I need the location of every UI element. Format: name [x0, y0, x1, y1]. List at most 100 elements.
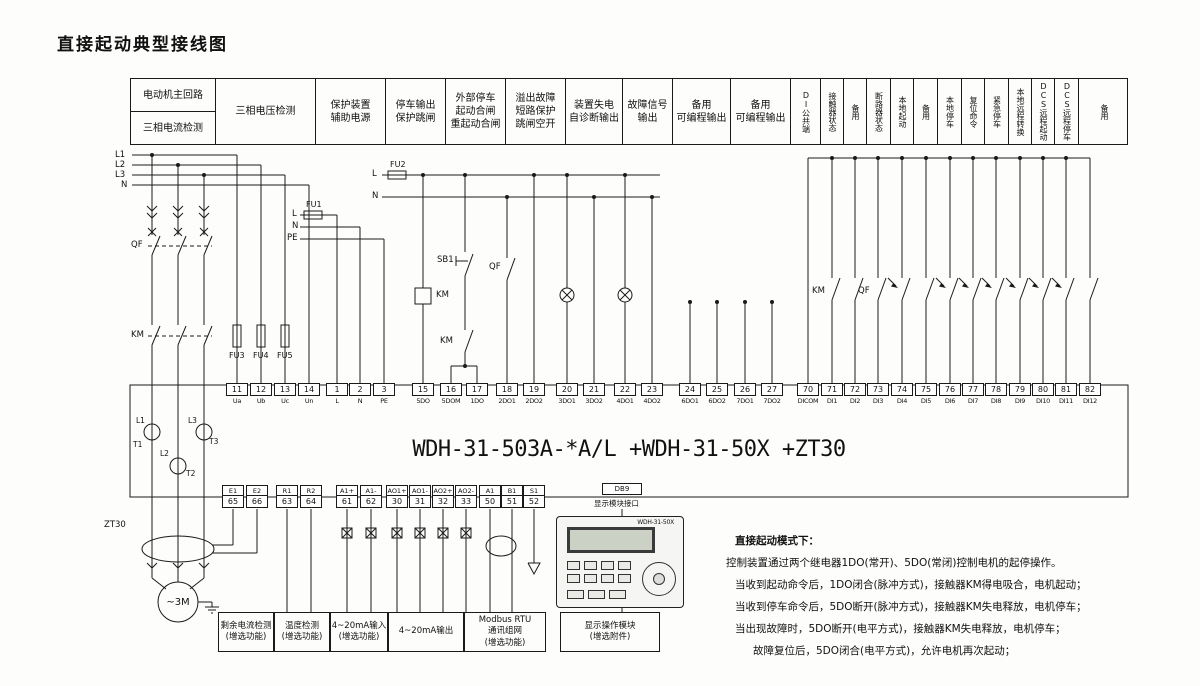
terminal-bottom-62: A1-62	[358, 485, 384, 508]
notes-line: 故障复位后，5DO闭合(电平方式)，允许电机再次起动；	[753, 645, 1016, 657]
notes-line: 当收到停车命令后，5DO断开(脉冲方式)，接触器KM失电释放，电机停车；	[735, 601, 1087, 613]
panel-screen	[567, 527, 655, 553]
db9-connector: DB9	[602, 483, 642, 495]
db9-description: 显示模块接口	[594, 499, 639, 508]
fuse-label-fu2: FU2	[390, 160, 406, 169]
header-col: 本地停车	[938, 79, 962, 144]
header-col: 故障信号 输出	[623, 79, 673, 144]
phase-label-l2: L2	[115, 160, 126, 170]
header-col: 紧急停车	[985, 79, 1009, 144]
terminal-bottom-33: AO2-33	[453, 485, 479, 508]
header-col: 装置失电 自诊断输出	[566, 79, 623, 144]
di-qf-contact-label: QF	[858, 286, 870, 296]
notes-line: 当收到起动命令后，1DO闭合(脉冲方式)，接触器KM得电吸合，电机起动；	[735, 579, 1087, 591]
panel-model-text: WDH-31-50X	[637, 519, 674, 526]
panel-button-grid	[567, 561, 631, 583]
header-col: 断路器状态	[867, 79, 891, 144]
ct-phase-label-l2: L2	[160, 449, 169, 458]
option-box: 4~20mA输出	[388, 612, 464, 652]
panel-button	[601, 574, 614, 583]
header-col: 复位命令	[962, 79, 985, 144]
option-box: Modbus RTU 通讯组网 (增选功能)	[464, 612, 546, 652]
option-box: 4~20mA输入 (增选功能)	[330, 612, 388, 652]
header-col: 停车输出 保护跳闸	[386, 79, 446, 144]
panel-nav-dial	[642, 562, 676, 596]
header-col: DCS远程起动	[1032, 79, 1055, 144]
panel-button	[567, 590, 584, 599]
fuse-label-fu5: FU5	[277, 351, 293, 360]
bus-label-l: L	[372, 169, 377, 179]
panel-button	[584, 574, 597, 583]
display-panel-drawing: WDH-31-50X	[556, 516, 684, 608]
qf-aux-contact-label: QF	[489, 262, 501, 272]
header-col: DI公共端	[791, 79, 821, 144]
header-col: 外部停车 起动合闸 重起动合闸	[446, 79, 506, 144]
notes-line: 控制装置通过两个继电器1DO(常开)、5DO(常闭)控制电机的起停操作。	[726, 557, 1062, 569]
header-col: 备用 可编程输出	[673, 79, 731, 144]
panel-button-row	[567, 590, 626, 599]
header-col: 备用	[844, 79, 867, 144]
panel-button	[618, 561, 631, 570]
fuse-label-fu4: FU4	[253, 351, 269, 360]
contactor-label-km: KM	[131, 330, 144, 340]
terminal-bottom-31: AO1-31	[407, 485, 433, 508]
option-box: 温度检测 (增选功能)	[274, 612, 330, 652]
page-title: 直接起动典型接线图	[57, 35, 228, 55]
ct-phase-label-l1: L1	[136, 416, 145, 425]
panel-nav-center-button	[653, 573, 665, 585]
header-col: DCS远程停车	[1055, 79, 1079, 144]
breaker-label-qf: QF	[131, 240, 143, 250]
aux-label-pe: PE	[287, 233, 298, 243]
header-col: 备用 可编程输出	[731, 79, 791, 144]
header-col: 保护装置 辅助电源	[316, 79, 386, 144]
panel-button	[567, 561, 580, 570]
km-aux-contact-label: KM	[440, 336, 453, 346]
terminal-bottom-61: A1+61	[334, 485, 360, 508]
device-model-text: WDH-31-503A-*A/L +WDH-31-50X +ZT30	[412, 437, 846, 462]
aux-label-l: L	[292, 209, 297, 219]
terminal-bottom-30: AO1+30	[386, 485, 408, 508]
option-box: 显示操作模块 (增选附件)	[560, 612, 660, 652]
panel-button	[609, 590, 626, 599]
header-col-motor-circuit: 电动机主回路三相电流检测	[131, 79, 216, 144]
header-col: 备用	[1100, 103, 1109, 120]
km-coil-label: KM	[436, 290, 449, 300]
option-box: 剩余电流检测 (增选功能)	[218, 612, 274, 652]
phase-label-l3: L3	[115, 170, 126, 180]
stop-button-label-sb1: SB1	[437, 255, 454, 265]
fuse-label-fu1: FU1	[306, 200, 322, 209]
header-col: 备用	[914, 79, 938, 144]
notes-title: 直接起动模式下：	[735, 535, 819, 547]
mode-notes: 直接起动模式下： 控制装置通过两个继电器1DO(常开)、5DO(常闭)控制电机的…	[726, 530, 1166, 662]
ct-label-t2: T2	[186, 469, 196, 478]
